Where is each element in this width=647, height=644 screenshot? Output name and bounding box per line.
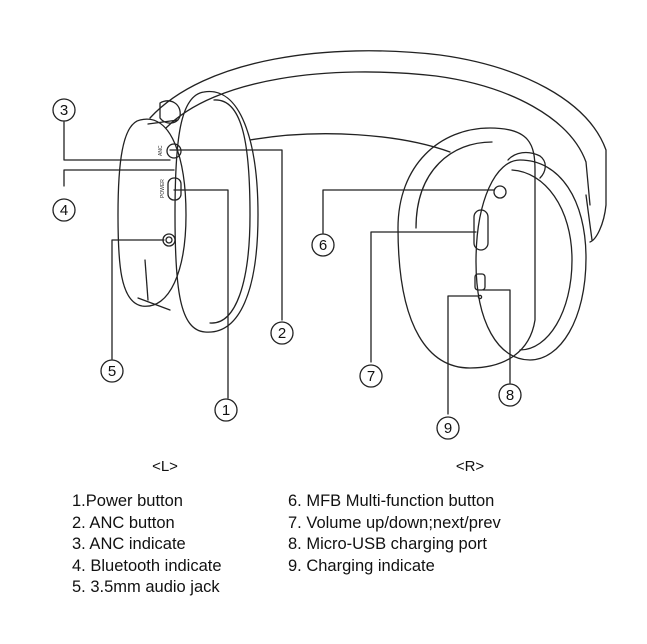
left-side-label: <L>: [152, 458, 178, 475]
right-side-label: <R>: [456, 458, 485, 475]
callout-2: 2: [278, 325, 286, 342]
legend-item-volume-controls: 7. Volume up/down;next/prev: [288, 513, 501, 532]
leader-lines: [63, 121, 511, 415]
legend-item-usb-port: 8. Micro-USB charging port: [288, 535, 487, 553]
callout-4: 4: [60, 202, 68, 219]
left-ear-cup: [117, 91, 259, 333]
callout-7: 7: [367, 368, 375, 385]
legend-item-mfb-button: 6. MFB Multi-function button: [288, 492, 495, 510]
callout-circles: [52, 98, 522, 440]
callout-6: 6: [319, 237, 327, 254]
headphones-diagram: ANC POWER 1 2 3 4 5 6 7 8 9 <L> <R>: [52, 50, 607, 475]
legend-item-audio-jack: 5. 3.5mm audio jack: [72, 578, 220, 596]
legend-item-anc-button: 2. ANC button: [72, 513, 175, 532]
anc-mark: ANC: [158, 145, 164, 156]
legend-left: 1.Power button 2. ANC button 3. ANC indi…: [72, 491, 222, 599]
callout-5: 5: [108, 363, 116, 380]
callout-8: 8: [506, 387, 514, 404]
right-ear-cup: [397, 127, 593, 369]
legend-item-charging-indicate: 9. Charging indicate: [288, 556, 435, 575]
legend-item-bluetooth-indicate: 4. Bluetooth indicate: [72, 556, 222, 575]
callout-3: 3: [60, 102, 68, 119]
callout-9: 9: [444, 420, 452, 437]
power-mark: POWER: [160, 179, 166, 198]
legend-right: 6. MFB Multi-function button 7. Volume u…: [288, 491, 501, 577]
legend-item-anc-indicate: 3. ANC indicate: [72, 535, 186, 553]
legend-item-power-button: 1.Power button: [72, 492, 183, 510]
callout-1: 1: [222, 402, 230, 419]
headband: [149, 50, 607, 243]
